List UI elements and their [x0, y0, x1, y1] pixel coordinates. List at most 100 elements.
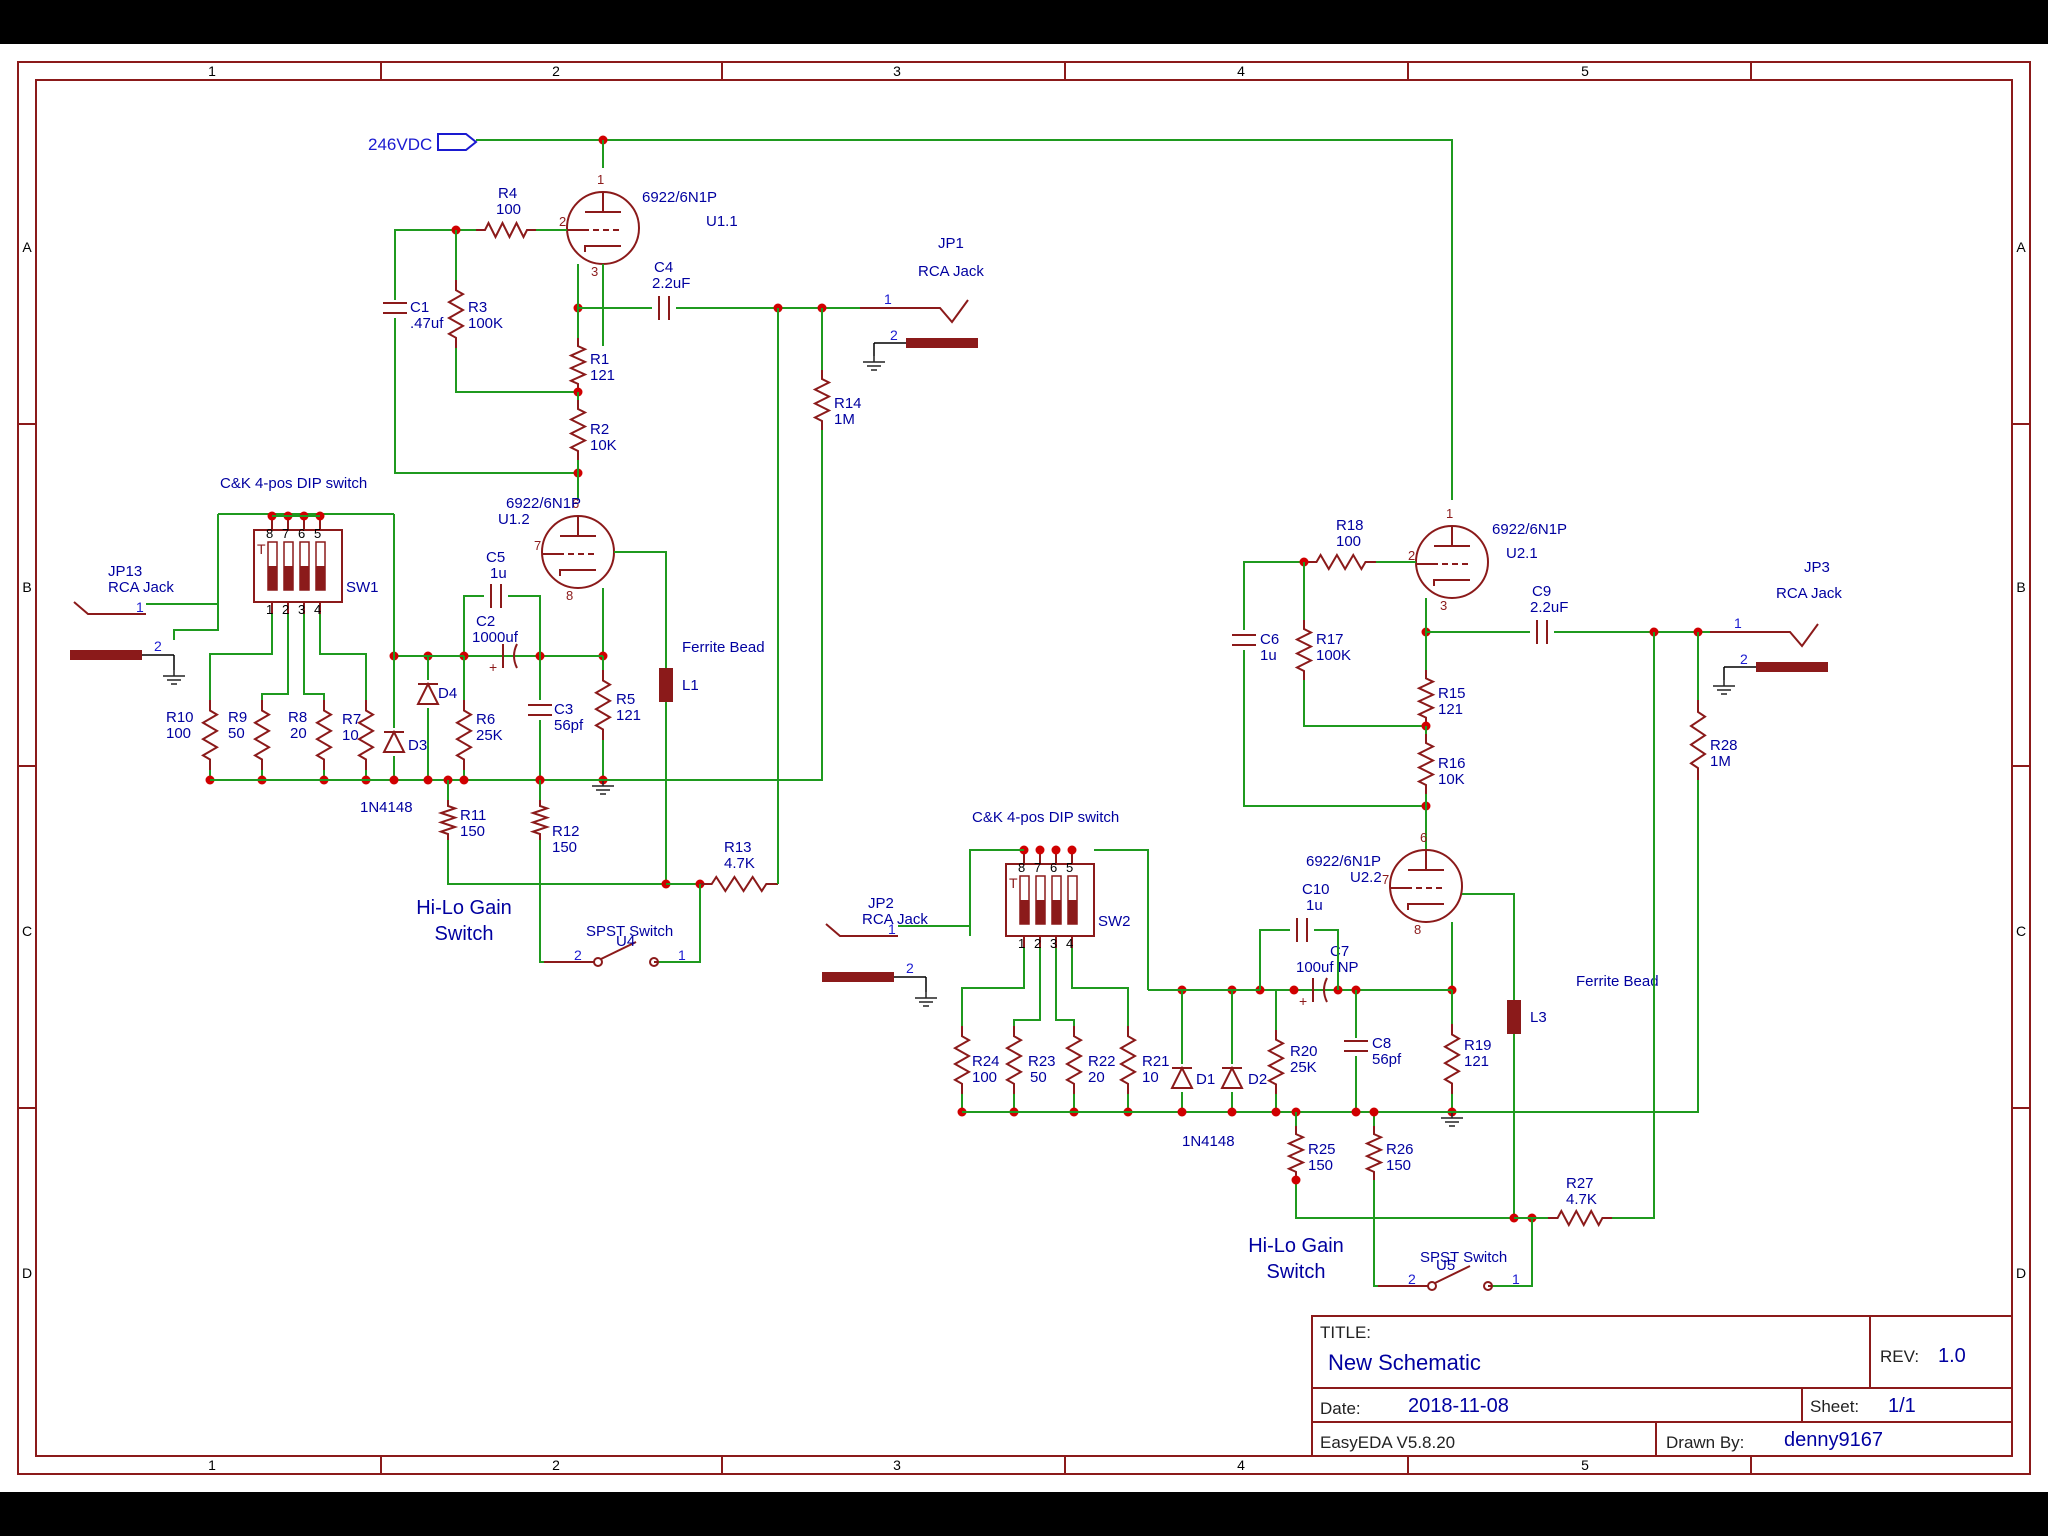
jack-ref: JP2: [868, 895, 894, 912]
supply-label: 246VDC: [368, 135, 432, 154]
resistor-r13: [700, 875, 778, 893]
value-label: 1000uf: [472, 629, 519, 646]
sheet-label: Sheet:: [1810, 1397, 1859, 1416]
spst-switch: [1427, 1281, 1437, 1291]
wire: [1094, 849, 1149, 990]
jack-part: RCA Jack: [108, 579, 174, 596]
dip-pin-number: 4: [1066, 936, 1073, 951]
switch-ref: U5: [1436, 1257, 1455, 1274]
wire: [1259, 929, 1290, 990]
resistor-r3: [446, 280, 466, 348]
grid-column-label: 5: [1581, 63, 1589, 79]
tube-pin-number: 8: [566, 588, 573, 603]
dip-label: C&K 4-pos DIP switch: [220, 475, 367, 492]
value-label: 56pf: [1372, 1051, 1402, 1068]
resistor-r4: [476, 220, 536, 240]
ref-label: C9: [1532, 583, 1551, 600]
value-label: 100: [972, 1069, 997, 1086]
capacitor-c7: [1323, 977, 1328, 1003]
wire: [394, 229, 476, 300]
wire: [1243, 561, 1306, 630]
dip-switch-lever: [1020, 900, 1029, 924]
diode-d1: [1170, 1065, 1194, 1089]
jack-pin-number: 1: [884, 291, 892, 307]
dip-mark: T: [1009, 875, 1018, 891]
value-label: 100: [1336, 533, 1361, 550]
ref-label: R3: [468, 299, 487, 316]
ref-label: C2: [476, 613, 495, 630]
ref-label: C8: [1372, 1035, 1391, 1052]
junction-dot: [1227, 1107, 1237, 1117]
jack-pin-number: 1: [888, 921, 896, 937]
value-label: 100uf NP: [1296, 959, 1359, 976]
jack-ref: JP1: [938, 235, 964, 252]
value-label: 1M: [834, 411, 855, 428]
resistor: [1118, 1026, 1138, 1094]
value-label: 56pf: [554, 717, 584, 734]
junction-dot: [389, 775, 399, 785]
dip-ref: SW2: [1098, 913, 1131, 930]
resistor-r12: [529, 800, 551, 840]
rca-jack: [1760, 623, 1819, 648]
ref-label: R22: [1088, 1053, 1116, 1070]
wire: [1243, 650, 1426, 807]
ref-label: R8: [288, 709, 307, 726]
resistor: [1004, 1026, 1024, 1094]
resistor-r28: [1689, 700, 1707, 780]
resistor: [253, 700, 271, 770]
rca-jack-sleeve: [906, 338, 978, 348]
dip-switch-lever: [300, 566, 309, 590]
wire: [1071, 948, 1129, 1026]
junction-dot: [1291, 1175, 1301, 1185]
dip-pin-number: 1: [266, 602, 273, 617]
tube-pin-number: 8: [1414, 922, 1421, 937]
supply-rail: [476, 139, 1453, 500]
sheet-value: 1/1: [1888, 1395, 1916, 1417]
wire: [1462, 893, 1515, 1218]
value-label: 100K: [468, 315, 503, 332]
junction-dot: [1177, 1107, 1187, 1117]
value-label: 50: [228, 725, 245, 742]
wire: [539, 840, 544, 963]
resistor-r14: [812, 370, 832, 430]
wire: [1013, 948, 1041, 1026]
ref-label: D4: [438, 685, 457, 702]
dip-switch-lever: [284, 566, 293, 590]
resistor: [357, 700, 375, 770]
value-label: 150: [552, 839, 577, 856]
gain-label: Hi-Lo Gain: [416, 897, 512, 919]
tube-pin-number: 6: [572, 496, 579, 511]
grid-row-label: C: [2016, 923, 2026, 939]
wire: [1612, 632, 1655, 1219]
rca-jack: [825, 923, 866, 937]
jack-ref: JP13: [108, 563, 142, 580]
wire: [1055, 948, 1075, 1026]
dip-pin-number: 6: [1050, 860, 1057, 875]
gain-label: Switch: [1267, 1261, 1326, 1283]
rca-jack: [73, 601, 114, 615]
inductor-l3: [1507, 1000, 1521, 1034]
dip-pin-number: 5: [314, 526, 321, 541]
junction-dot: [459, 775, 469, 785]
jack-pin-number: 2: [906, 960, 914, 976]
tube-pin-number: 1: [1446, 506, 1453, 521]
gain-label: Hi-Lo Gain: [1248, 1235, 1344, 1257]
wire: [348, 430, 823, 781]
tube-pin-number: 1: [597, 172, 604, 187]
value-label: 121: [590, 367, 615, 384]
ref-label: D2: [1248, 1071, 1267, 1088]
dip-pin-number: 8: [266, 526, 273, 541]
wire: [508, 595, 541, 656]
jack-part: RCA Jack: [918, 263, 984, 280]
dip-pin-number: 6: [298, 526, 305, 541]
tube-cathode: [559, 569, 596, 576]
ref-label: R9: [228, 709, 247, 726]
ref-label: R21: [1142, 1053, 1170, 1070]
jack-pin-number: 2: [1740, 651, 1748, 667]
dip-switch-lever: [1036, 900, 1045, 924]
ref-label: R10: [166, 709, 194, 726]
date-value: 2018-11-08: [1408, 1395, 1509, 1417]
resistor-r5: [594, 670, 612, 740]
